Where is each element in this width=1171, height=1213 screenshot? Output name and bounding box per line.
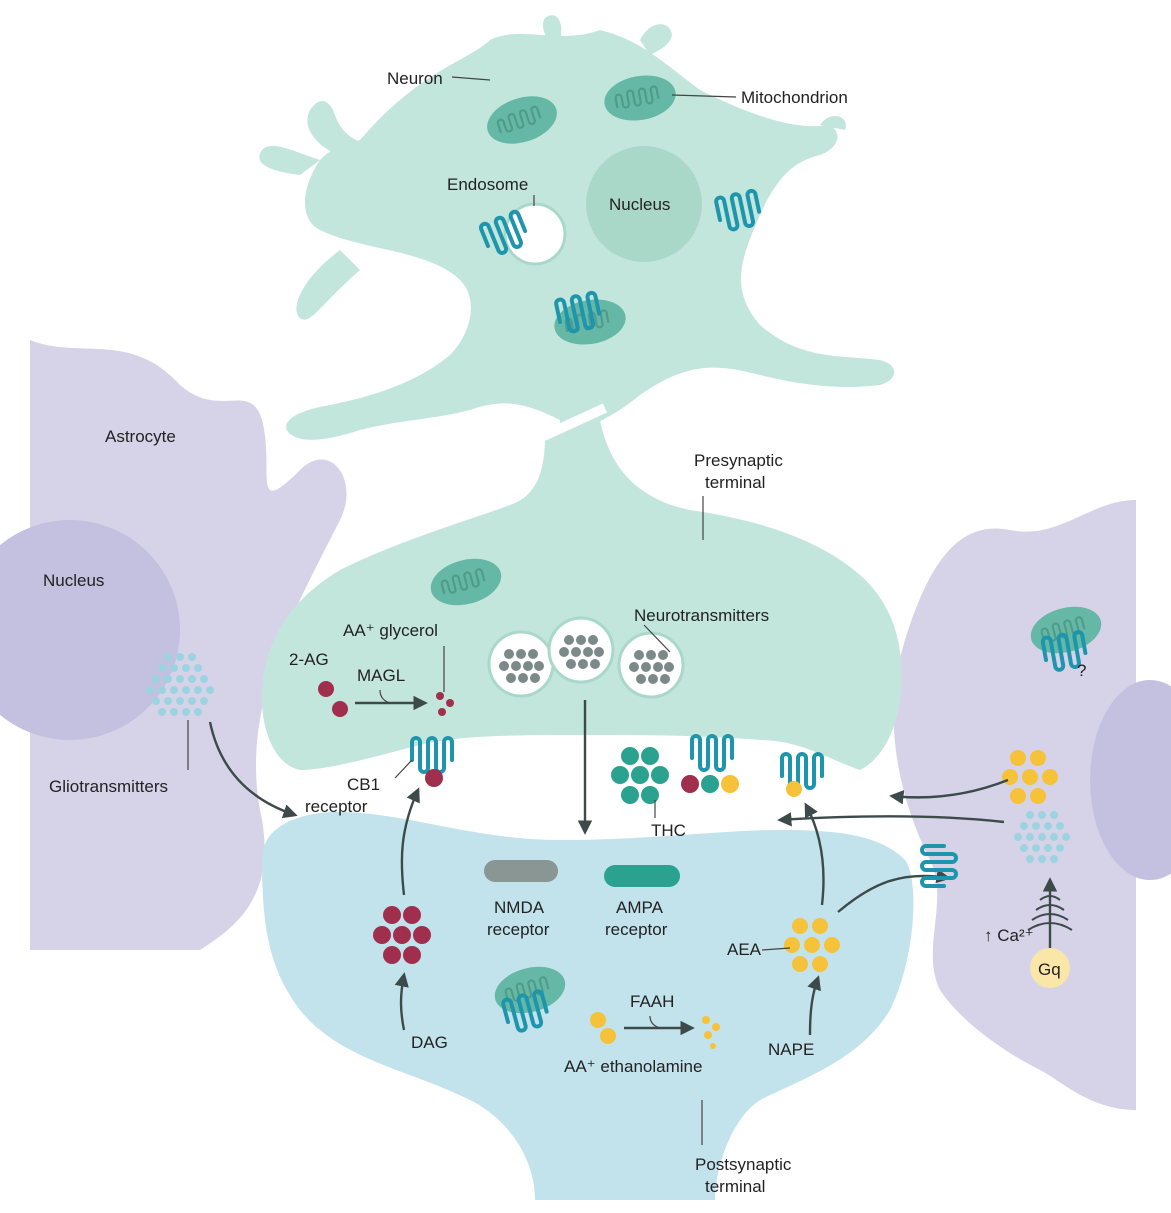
aea-retrograde-arrow <box>804 802 825 906</box>
nmda-receptor <box>484 860 558 882</box>
label-thc: THC <box>651 821 686 840</box>
two-ag-ligand <box>681 775 699 793</box>
thc-ligand <box>701 775 719 793</box>
neuron-cell <box>259 15 895 440</box>
vesicle-3 <box>617 631 685 699</box>
signal-waves <box>1027 895 1073 931</box>
gliotransmitter-arrow <box>208 721 298 819</box>
two-ag-cluster <box>373 906 431 964</box>
gq-protein <box>1030 948 1070 988</box>
two-ag-bound <box>425 769 443 787</box>
postsynaptic-terminal-cell <box>262 811 914 1200</box>
label-gq: Gq <box>1038 960 1061 979</box>
thc-receptor <box>690 734 734 772</box>
label-neuron: Neuron <box>387 69 443 88</box>
label-ampa-2: receptor <box>605 920 668 939</box>
label-cb1-2: receptor <box>305 797 368 816</box>
faah-hook <box>649 1015 661 1029</box>
label-nmda-1: NMDA <box>494 898 545 917</box>
aea-ligand <box>721 775 739 793</box>
aa-molecule-post <box>702 1016 710 1024</box>
cb1-leader <box>394 759 413 779</box>
dag-arrow <box>394 972 409 1031</box>
label-neurotransmitters: Neurotransmitters <box>634 606 769 625</box>
astrocyte-left-nucleus <box>0 520 180 740</box>
label-endosome: Endosome <box>447 175 528 194</box>
label-nucleus-astrocyte: Nucleus <box>43 571 104 590</box>
aa-molecule-post <box>710 1043 716 1049</box>
aea-molecule <box>600 1028 616 1044</box>
label-faah: FAAH <box>630 992 674 1011</box>
mitochondrion-leader <box>671 94 737 98</box>
label-gliotransmitters: Gliotransmitters <box>49 777 168 796</box>
label-2-ag: 2-AG <box>289 650 329 669</box>
label-mitochondrion: Mitochondrion <box>741 88 848 107</box>
label-aea: AEA <box>727 940 762 959</box>
astrocyte-aea-release-arrow <box>889 778 1009 805</box>
astrocyte-right-gliotransmitter-cluster <box>1014 811 1070 863</box>
label-ampa-1: AMPA <box>616 898 664 917</box>
astrocyte-left-cell <box>30 340 347 950</box>
break-gap <box>532 403 608 445</box>
label-nape: NAPE <box>768 1040 814 1059</box>
ethanolamine-molecule <box>712 1023 720 1031</box>
label-presynaptic-2: terminal <box>705 473 765 492</box>
aea-cluster <box>784 918 840 972</box>
cb1-receptor <box>410 736 454 774</box>
label-magl: MAGL <box>357 666 405 685</box>
two-ag-molecule <box>332 701 348 717</box>
nape-arrow <box>807 975 821 1036</box>
aa-molecule <box>436 692 444 700</box>
ampa-receptor <box>604 865 680 887</box>
label-nucleus-neuron: Nucleus <box>609 195 670 214</box>
presynaptic-terminal-cell <box>261 420 902 770</box>
label-nmda-2: receptor <box>487 920 550 939</box>
aea-receptor <box>780 752 824 790</box>
two-ag-retrograde-arrow <box>400 787 420 896</box>
astrocyte-gliotransmitter-arrow <box>777 812 1005 827</box>
aea-molecule <box>590 1012 606 1028</box>
vesicle-2 <box>547 616 615 684</box>
gliotransmitter-cluster <box>146 653 214 716</box>
magl-hook <box>379 689 391 704</box>
thc-cluster <box>611 747 669 804</box>
neurotransmitters-leader <box>643 624 671 653</box>
label-cb1-1: CB1 <box>347 775 380 794</box>
label-question: ? <box>1077 661 1086 680</box>
label-dag: DAG <box>411 1033 448 1052</box>
label-presynaptic-1: Presynaptic <box>694 451 783 470</box>
neuron-nucleus <box>586 146 702 262</box>
label-postsynaptic-2: terminal <box>705 1177 765 1196</box>
aa-molecule-post <box>704 1031 712 1039</box>
astrocyte-aea-cluster <box>1002 750 1058 804</box>
neuron-leader <box>451 76 491 81</box>
label-astrocyte: Astrocyte <box>105 427 176 446</box>
aa-molecule <box>438 708 446 716</box>
glycerol-molecule <box>446 699 454 707</box>
aea-leader <box>761 947 791 951</box>
label-aa-ethanolamine: AA⁺ ethanolamine <box>564 1057 702 1076</box>
label-calcium: ↑ Ca²⁺ <box>984 926 1034 945</box>
two-ag-molecule <box>318 681 334 697</box>
label-aa-glycerol: AA⁺ glycerol <box>343 621 438 640</box>
vesicle-1 <box>487 630 555 698</box>
label-postsynaptic-1: Postsynaptic <box>695 1155 792 1174</box>
astrocyte-right-nucleus <box>1090 680 1171 880</box>
aea-bound <box>786 781 802 797</box>
